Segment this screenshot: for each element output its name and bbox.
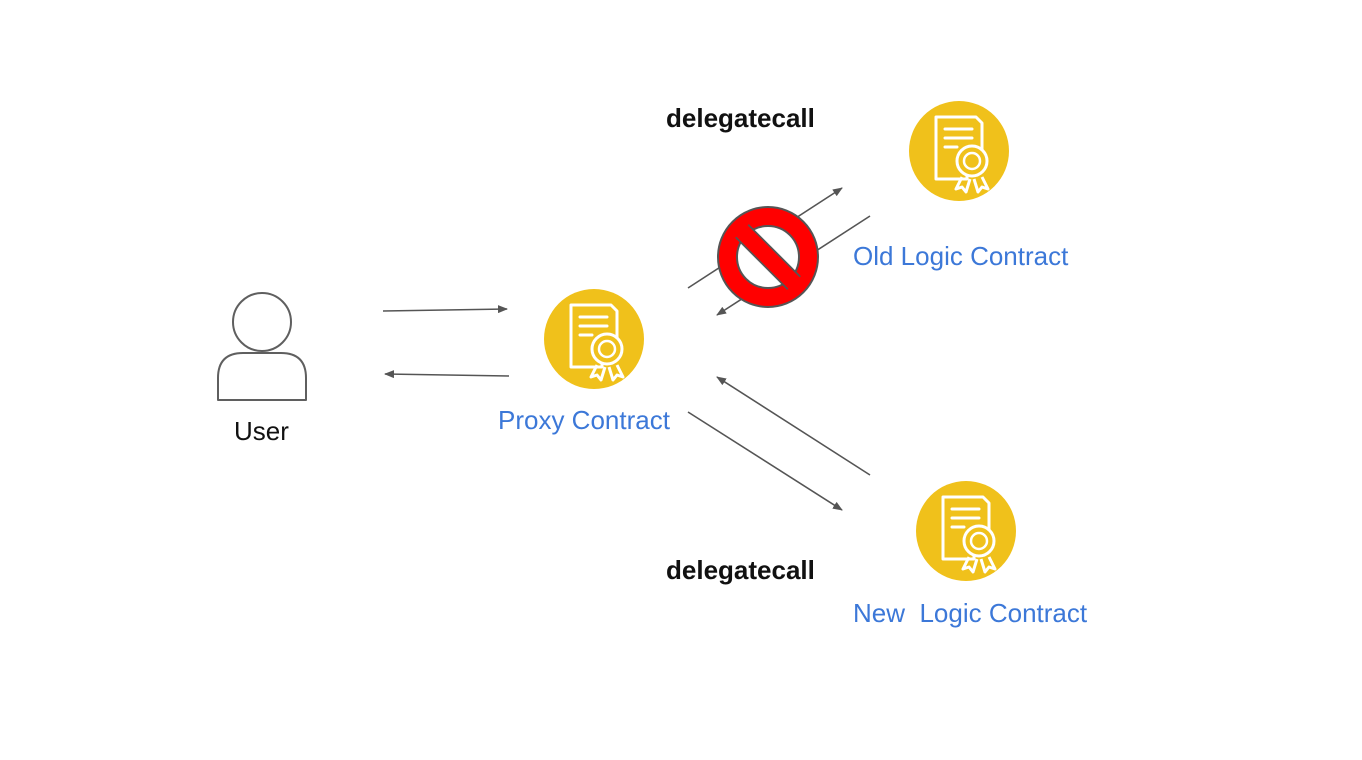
old-logic-contract-icon <box>907 99 1011 203</box>
user-label: User <box>234 416 289 446</box>
proxy-contract-label: Proxy Contract <box>498 405 670 435</box>
user-to-proxy-arrow <box>382 305 508 314</box>
top-delegatecall-label: delegatecall <box>666 103 815 133</box>
new-logic-to-proxy-arrow <box>716 376 871 476</box>
new-logic-contract-icon <box>914 479 1018 583</box>
proxy-to-new-logic-arrow <box>687 411 843 511</box>
new-logic-contract-label: New Logic Contract <box>853 598 1088 628</box>
proxy-to-user-arrow <box>384 370 510 379</box>
user-icon <box>217 292 307 401</box>
bottom-delegatecall-label: delegatecall <box>666 555 815 585</box>
old-logic-contract-label: Old Logic Contract <box>853 241 1069 271</box>
prohibited-icon <box>717 206 819 308</box>
proxy-contract-icon <box>542 287 646 391</box>
